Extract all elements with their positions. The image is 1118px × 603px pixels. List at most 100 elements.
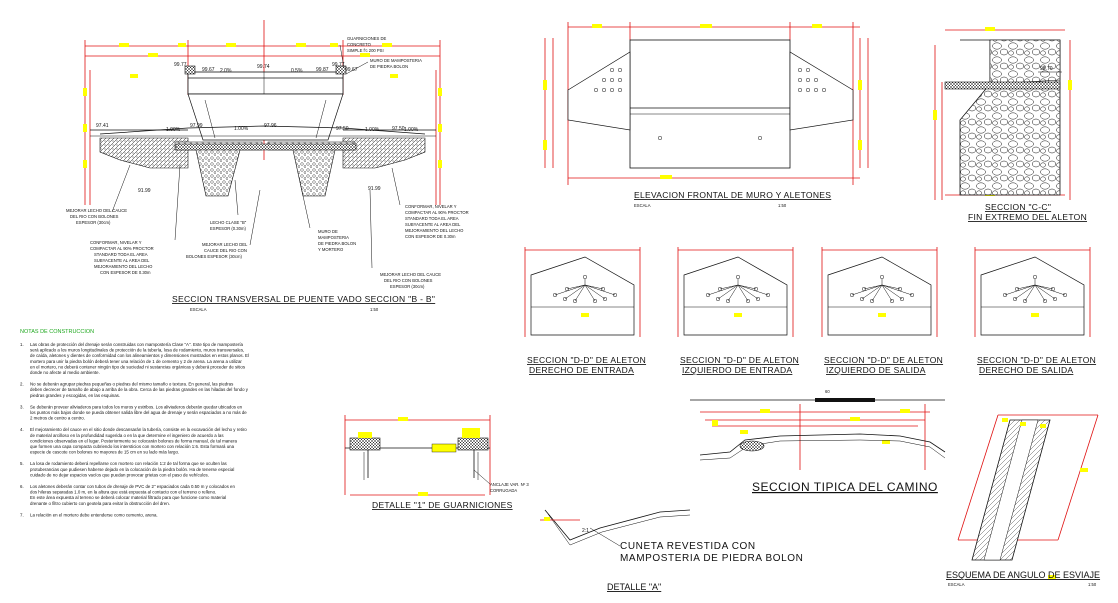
note-line: drenante o filtro cubierto con geotela p… — [30, 501, 170, 506]
elevation-labels: 99.77 99.67 99.74 99.87 99.77 99.67 97.4… — [96, 62, 419, 194]
elev-label: 91.99 — [368, 186, 381, 192]
section-bb-drawing: 99.77 99.67 99.74 99.87 99.77 99.67 97.4… — [66, 20, 469, 312]
esquema-title: ESQUEMA DE ANGULO DE ESVIAJE — [946, 570, 1100, 580]
callout-guarniciones-1: GUARNICIONES DE — [347, 36, 387, 41]
callout-mejorar-center-3: BOLONES ESPESOR (30cm) — [186, 254, 242, 259]
elev-label: 99.67 — [345, 67, 358, 73]
elev-label: 99.77 — [332, 62, 345, 68]
esquema-drawing: ESQUEMA DE ANGULO DE ESVIAJE ESCALA 1:50 — [946, 414, 1100, 587]
callout-conformar-left-4: SUBYACENTE AL AREA DEL — [94, 258, 150, 263]
callout-mejorar-center-2: CAUCE DEL RIO CON — [204, 248, 247, 253]
note-line: cuidado de no dejar espacios vacíos que … — [30, 472, 209, 477]
callout-guarniciones-2: CONCRETO — [347, 42, 372, 47]
note-line: protuberancias que pudiesen haberse deja… — [30, 467, 234, 472]
callout-conformar-right-5: MEJORAMIENTO DEL LECHO — [405, 228, 464, 233]
detalle-1-callout-1: ANCLAJE VAR. Nº 3 — [490, 482, 529, 487]
detalle-1-drawing: ANCLAJE VAR. Nº 3 CORRUGADA DETALLE "1" … — [344, 415, 529, 510]
callout-muro-mortero-4: Y MORTERO — [318, 247, 344, 252]
section-dd-title: SECCION "D-D" DE ALETON — [824, 355, 943, 365]
note-line: donde no afecte al medio ambiente. — [30, 370, 100, 375]
detalle-1-title: DETALLE "1" DE GUARNICIONES — [372, 500, 513, 510]
section-cc-subtitle: FIN EXTREMO DEL ALETON — [968, 212, 1087, 222]
slope-label: 0.5% — [291, 68, 303, 74]
callout-lecho-1: LECHO CLASE "B" — [210, 220, 247, 225]
note-number: 7. — [20, 512, 24, 517]
note-line: especie de cascote con bolones no mayore… — [30, 450, 179, 455]
callout-muro-mortero-1: MURO DE — [318, 229, 338, 234]
section-bb-scale-label: ESCALA — [190, 307, 207, 312]
note-number: 5. — [20, 461, 24, 466]
callout-mejorar-left-3: ESPESOR (30cm) — [76, 220, 111, 225]
seccion-tipica-title: SECCION TIPICA DEL CAMINO — [752, 480, 938, 494]
detalle-a-ratio: 2:1 — [582, 528, 589, 534]
notes-title: NOTAS DE CONSTRUCCION — [20, 329, 94, 335]
elev-label: 99.67 — [202, 67, 215, 73]
callout-muro-mortero-3: DE PIEDRA BOLON — [318, 241, 356, 246]
esquema-scale-label: ESCALA — [948, 582, 965, 587]
elev-label: 99.87 — [316, 67, 329, 73]
note-line: deben decrecer de tamaño de abajo a arri… — [30, 387, 249, 392]
slope-label: 1.00% — [404, 127, 419, 133]
note-line: de caída, aletones y dientes de conformi… — [30, 353, 249, 358]
note-line: dos hileras separadas 1.0 m, en la altur… — [30, 490, 216, 495]
note-line: Se deberán proveer aliviaderos para todo… — [30, 404, 243, 409]
callout-conformar-right-4: SUBYACENTE AL AREA DEL — [405, 222, 461, 227]
callout-muro-mortero-2: MAMPOSTERIA — [318, 235, 349, 240]
section-bb-title: SECCION TRANSVERSAL DE PUENTE VADO SECCI… — [172, 294, 435, 304]
callout-lecho-2: ESPESOR (0.30m) — [210, 226, 246, 231]
detalle-a-title: DETALLE "A" — [607, 582, 661, 592]
callout-conformar-left-5: MEJORAMIENTO DEL LECHO — [94, 264, 153, 269]
callout-mejorar-right-2: DEL RIO CON BOLONES — [384, 278, 433, 283]
callout-conformar-right-1: CONFORMAR, NIVELAR Y — [405, 204, 457, 209]
construction-notes: NOTAS DE CONSTRUCCION 1.Las obras de pro… — [20, 329, 249, 517]
callout-conformar-left-1: CONFORMAR, NIVELAR Y — [90, 240, 142, 245]
slope-label: 1.00% — [166, 127, 181, 133]
note-line: El mejoramiento del cauce en el sitio do… — [30, 427, 247, 432]
elevacion-scale-label: ESCALA — [634, 203, 651, 208]
note-number: 6. — [20, 484, 24, 489]
note-line: los puntos más bajos donde se pueda obte… — [30, 410, 247, 415]
section-cc-drawing: 98.70 SECCION "C-C" FIN EXTREMO DEL ALET… — [933, 27, 1087, 222]
slope-label: 2.0% — [220, 68, 232, 74]
note-number: 1. — [20, 342, 24, 347]
section-dd-subtitle: DERECHO DE SALIDA — [979, 365, 1073, 375]
notes-body: 1.Las obras de protección del drenaje se… — [20, 342, 249, 517]
callout-conformar-left-2: COMPACTAR AL 90% PROCTOR — [90, 246, 154, 251]
callout-mejorar-right-1: MEJORAR LECHO DEL CAUCE — [380, 272, 441, 277]
section-cc-title: SECCION "C-C" — [985, 202, 1051, 212]
note-line: piedras grandes y escogidas, en las esqu… — [30, 393, 120, 398]
note-number: 4. — [20, 427, 24, 432]
section-dd-subtitle: IZQUIERDO DE SALIDA — [826, 365, 926, 375]
elev-label: 91.99 — [138, 188, 151, 194]
note-line: La losa de rodamiento deberá repellarse … — [30, 461, 228, 466]
detalle-a-drawing: 2:1 CUNETA REVESTIDA CON MAMPOSTERIA DE … — [540, 509, 803, 592]
seccion-tipica-dim: 60 — [825, 389, 830, 394]
elev-label: 99.74 — [257, 64, 270, 70]
note-line: No se deberán agrupar piedras pequeñas o… — [30, 382, 234, 387]
callout-guarniciones-3: SIMPLE f'c 200 PSI — [347, 48, 384, 53]
note-line: En este área expuesta al terreno se debe… — [30, 495, 226, 500]
slope-label: 1.00% — [234, 126, 249, 132]
esquema-scale: 1:50 — [1088, 582, 1097, 587]
callout-mejorar-right-3: ESPESOR (30cm) — [390, 284, 425, 289]
elev-label: 97.96 — [264, 123, 277, 129]
elev-label: 97.50 — [336, 126, 349, 132]
elevacion-frontal-drawing: ELEVACION FRONTAL DE MURO Y ALETONES ESC… — [543, 22, 869, 208]
detalle-a-callout-1: CUNETA REVESTIDA CON — [620, 541, 756, 552]
note-number: 3. — [20, 404, 24, 409]
section-cc-elev: 98.70 — [1040, 66, 1053, 72]
callout-muro-1: MURO DE MAMPOSTERIA — [370, 58, 422, 63]
section-bb-scale: 1:50 — [370, 307, 379, 312]
elev-label: 99.77 — [174, 62, 187, 68]
callout-conformar-left-6: CON ESPESOR DE 0.30m — [100, 270, 151, 275]
section-dd-title: SECCION "D-D" DE ALETON — [977, 355, 1096, 365]
note-number: 2. — [20, 382, 24, 387]
section-dd-subtitle: IZQUIERDO DE ENTRADA — [682, 365, 792, 375]
callout-conformar-right-3: STANDARD TODA EL AREA — [405, 216, 459, 221]
section-dd-title: SECCION "D-D" DE ALETON — [680, 355, 799, 365]
callout-conformar-left-3: STANDARD TODA EL AREA — [94, 252, 148, 257]
callout-conformar-right-6: CON ESPESOR DE 0.30m — [405, 234, 456, 239]
detalle-a-callout-2: MAMPOSTERIA DE PIEDRA BOLON — [620, 553, 803, 564]
